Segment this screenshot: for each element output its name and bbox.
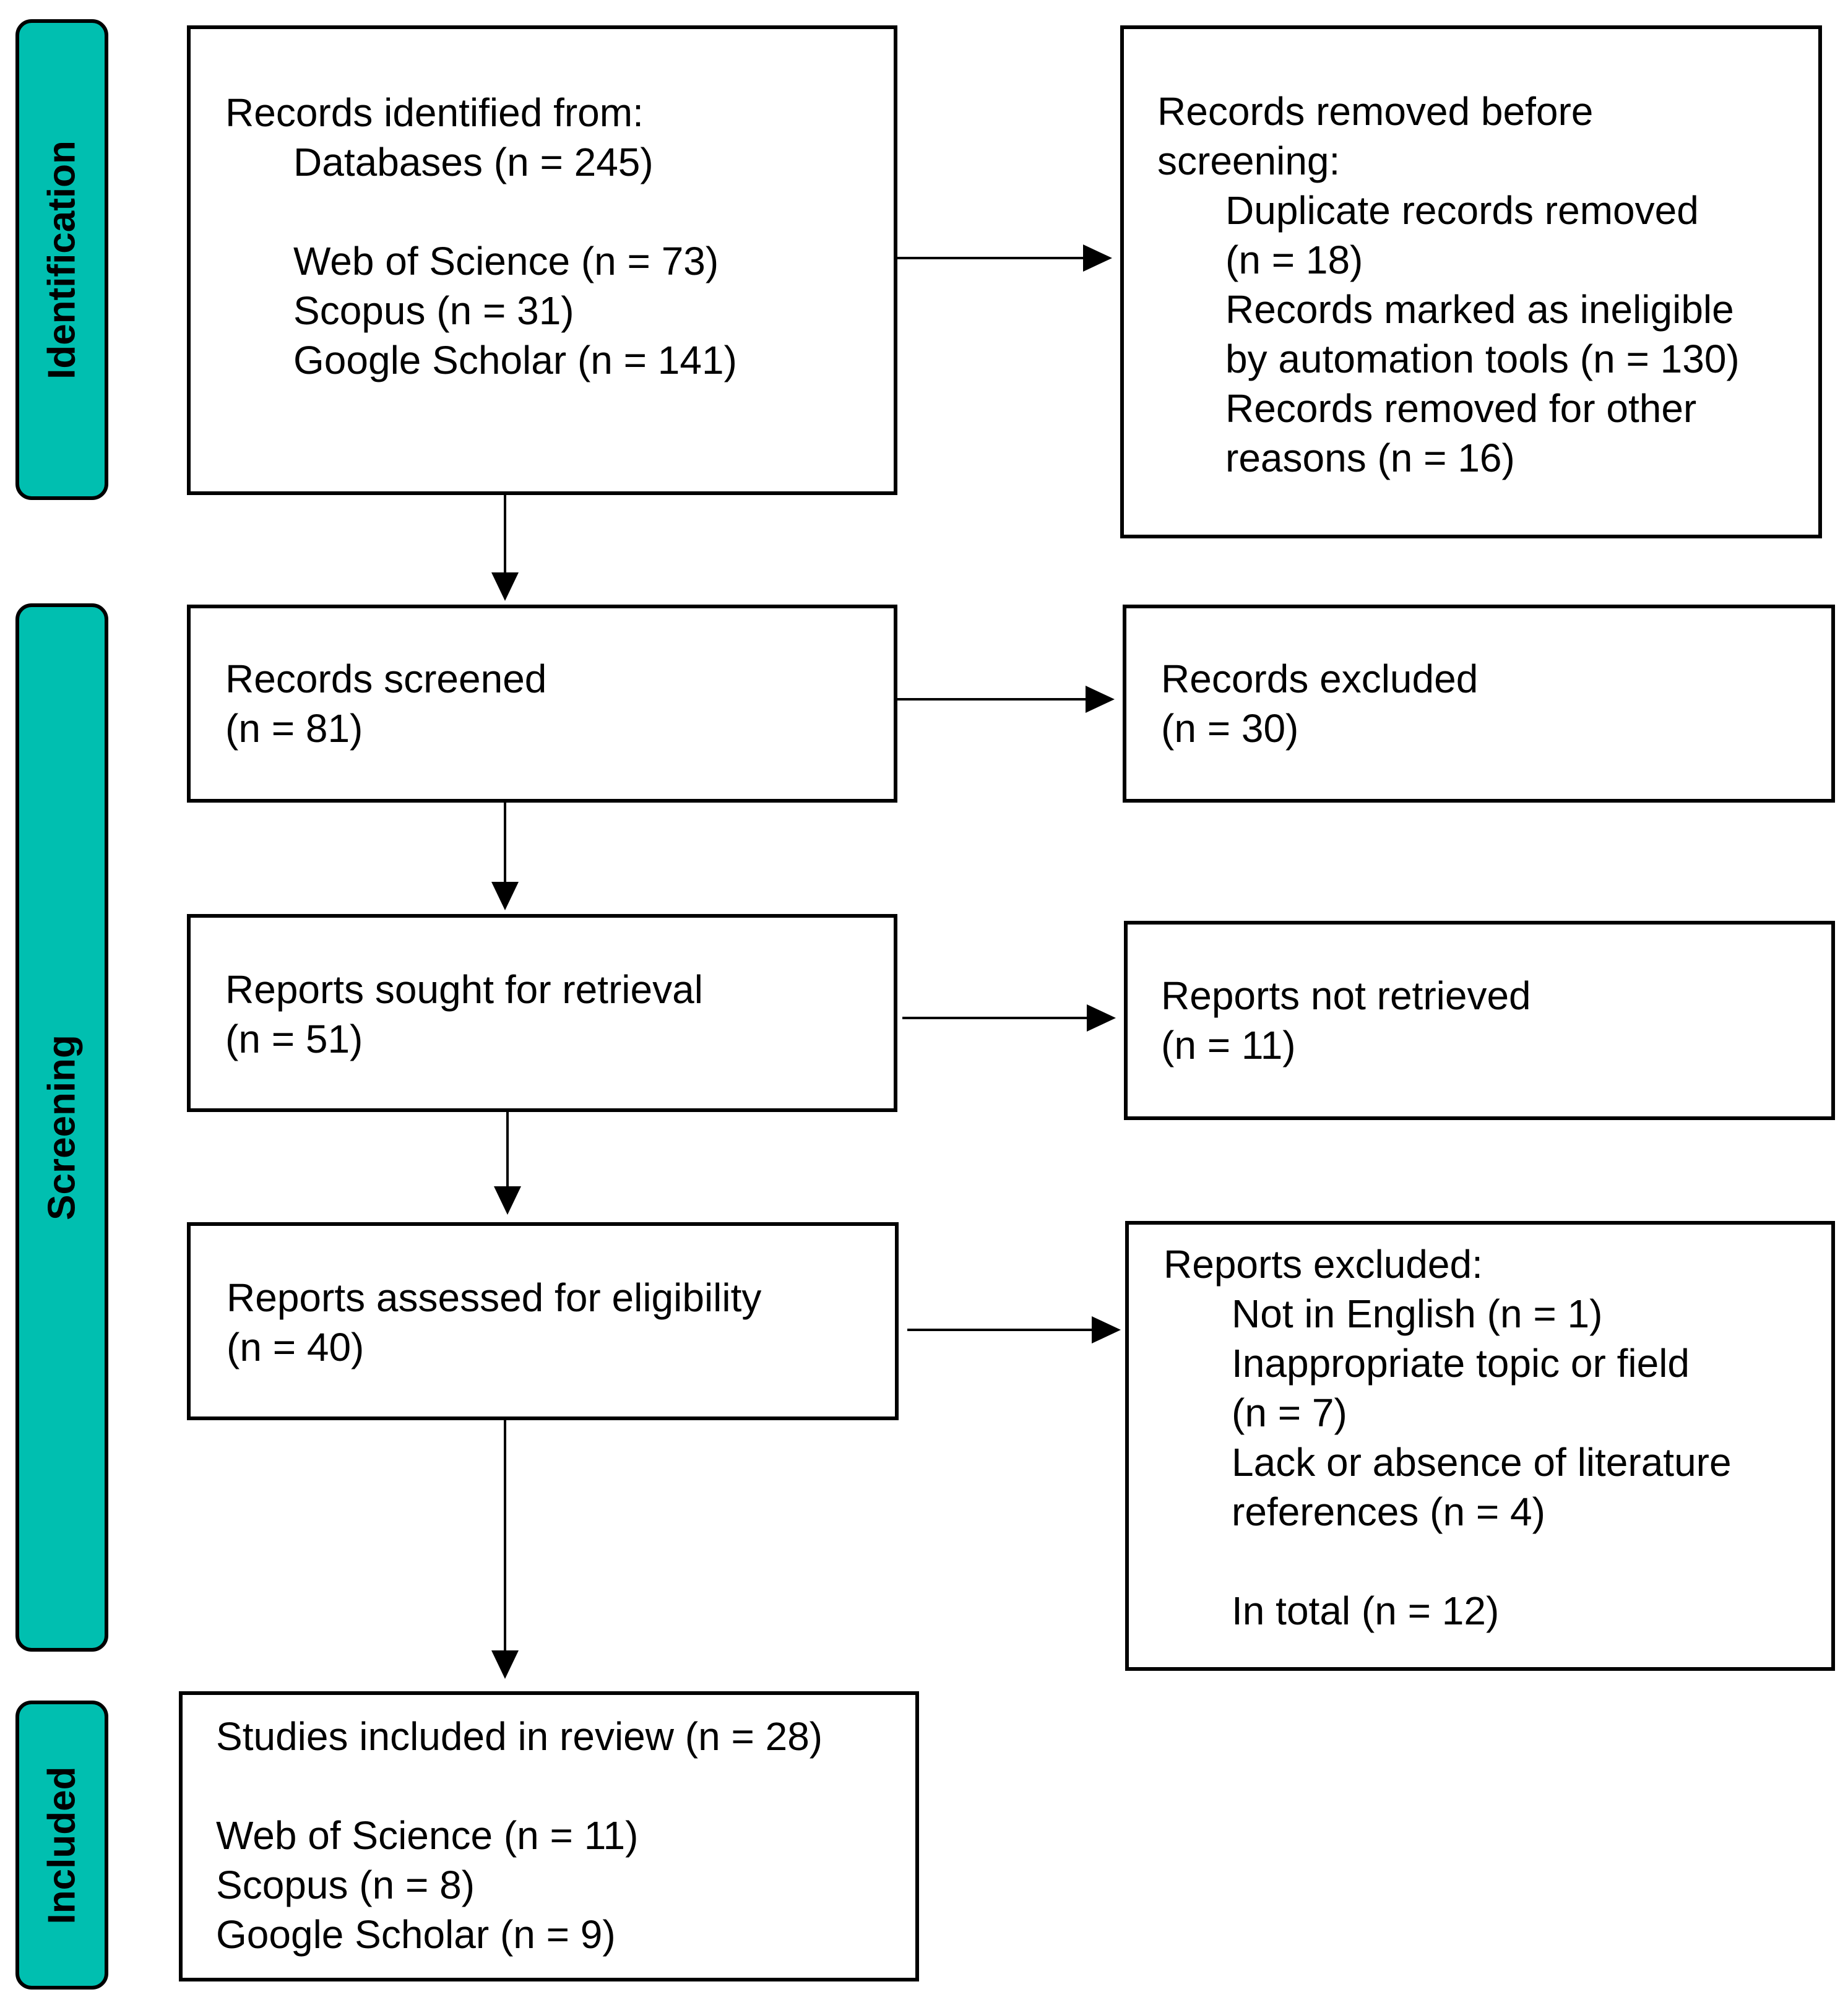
box-count: (n = 11) <box>1161 1023 1296 1067</box>
box-count: (n = 40) <box>227 1325 365 1369</box>
source-count: Google Scholar (n = 141) <box>293 338 737 382</box>
arrowhead-icon <box>1087 1004 1116 1032</box>
source-count: Scopus (n = 31) <box>293 288 574 333</box>
excluded-total: In total (n = 12) <box>1232 1589 1500 1633</box>
removed-item: by automation tools (n = 130) <box>1225 337 1740 381</box>
source-count: Web of Science (n = 11) <box>216 1813 639 1858</box>
records-removed-text: Records removed before screening: Duplic… <box>1157 87 1740 483</box>
reports-excluded-box <box>1125 1221 1835 1671</box>
box-title: Studies included in review (n = 28) <box>216 1714 823 1759</box>
records-excluded-box <box>1123 605 1835 803</box>
source-count: Google Scholar (n = 9) <box>216 1912 616 1957</box>
records-excluded-text: Records excluded (n = 30) <box>1161 654 1478 753</box>
phase-included: Included <box>15 1701 108 1990</box>
box-title: Records excluded <box>1161 657 1479 701</box>
phase-screening: Screening <box>15 603 108 1652</box>
removed-item: reasons (n = 16) <box>1225 436 1515 480</box>
arrowhead-icon <box>491 882 519 910</box>
arrowhead-icon <box>1083 244 1112 272</box>
removed-item: Records removed for other <box>1225 386 1697 431</box>
reports-not-retrieved-text: Reports not retrieved (n = 11) <box>1161 971 1531 1070</box>
box-count: (n = 81) <box>225 706 363 751</box>
reports-not-retrieved-box <box>1124 921 1835 1120</box>
source-count: Scopus (n = 8) <box>216 1863 475 1907</box>
databases-count: Databases (n = 245) <box>293 140 654 184</box>
arrowhead-icon <box>491 1650 519 1679</box>
removed-item: Duplicate records removed <box>1225 188 1699 233</box>
reports-assessed-box <box>187 1222 899 1420</box>
arrowhead-icon <box>1086 686 1115 713</box>
studies-included-text: Studies included in review (n = 28) Web … <box>216 1712 823 1959</box>
phase-identification: Identification <box>15 19 108 500</box>
reports-sought-text: Reports sought for retrieval (n = 51) <box>225 965 703 1064</box>
box-title: Reports not retrieved <box>1161 973 1531 1018</box>
excluded-reason: Lack or absence of literature <box>1232 1440 1732 1485</box>
source-count: Web of Science (n = 73) <box>293 239 719 283</box>
reports-excluded-text: Reports excluded: Not in English (n = 1)… <box>1164 1240 1732 1636</box>
box-title: Reports excluded: <box>1164 1242 1483 1287</box>
removed-item: (n = 18) <box>1225 238 1363 282</box>
arrowhead-icon <box>494 1186 521 1215</box>
box-title: Reports sought for retrieval <box>225 967 703 1012</box>
reports-assessed-text: Reports assessed for eligibility (n = 40… <box>227 1273 761 1372</box>
box-title: Reports assessed for eligibility <box>227 1275 762 1320</box>
arrowhead-icon <box>491 572 519 601</box>
box-count: (n = 30) <box>1161 706 1299 751</box>
box-title: Records screened <box>225 657 547 701</box>
removed-item: Records marked as ineligible <box>1225 287 1734 332</box>
box-title: screening: <box>1157 139 1341 183</box>
box-count: (n = 51) <box>225 1017 363 1061</box>
records-identified-text: Records identified from: Databases (n = … <box>225 88 737 385</box>
records-screened-text: Records screened (n = 81) <box>225 654 546 753</box>
excluded-reason: references (n = 4) <box>1232 1490 1545 1534</box>
box-title: Records removed before <box>1157 89 1594 134</box>
excluded-reason: Not in English (n = 1) <box>1232 1291 1603 1336</box>
excluded-reason: Inappropriate topic or field <box>1232 1341 1690 1386</box>
box-title: Records identified from: <box>225 90 644 135</box>
excluded-reason: (n = 7) <box>1232 1391 1347 1435</box>
reports-sought-box <box>187 914 897 1112</box>
records-screened-box <box>187 605 897 803</box>
studies-included-box <box>179 1691 919 1981</box>
records-removed-box <box>1120 25 1822 538</box>
arrowhead-icon <box>1092 1316 1121 1343</box>
records-identified-box <box>187 25 897 495</box>
